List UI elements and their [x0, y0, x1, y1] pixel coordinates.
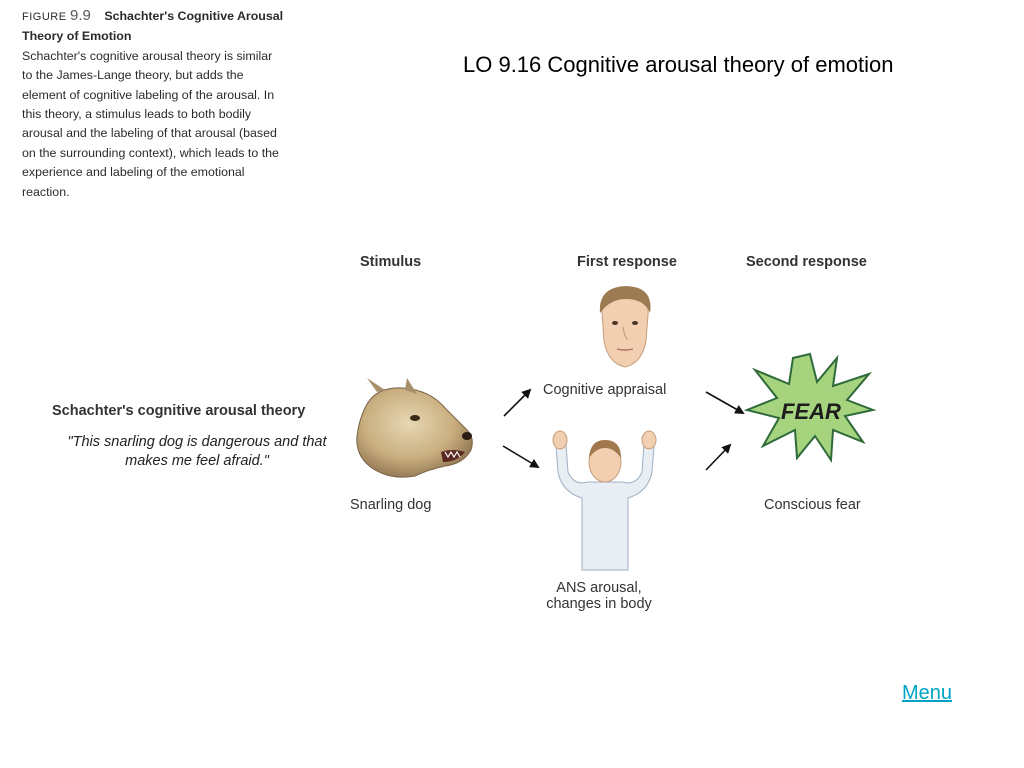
snarling-dog-illustration [356, 378, 473, 478]
figure-title: Schachter's Cognitive Arousal Theory of … [22, 9, 284, 44]
aroused-person-illustration [552, 430, 657, 571]
figure-caption: FIGURE 9.9 Schachter's Cognitive Arousal… [22, 6, 284, 202]
arrow-cognitive-to-fear [705, 391, 745, 414]
figure-label: FIGURE [22, 11, 67, 23]
theory-quote: "This snarling dog is dangerous and that… [67, 434, 327, 469]
arrow-dog-to-cognitive [503, 388, 532, 417]
node-label-ans-arousal: ANS arousal, changes in body [546, 580, 652, 612]
column-heading-first-response: First response [577, 254, 677, 270]
arrow-arousal-to-fear [705, 443, 732, 471]
arrow-dog-to-arousal [502, 445, 540, 468]
node-label-conscious-fear: Conscious fear [764, 497, 861, 513]
face-illustration [599, 286, 651, 368]
theory-name: Schachter's cognitive arousal theory [52, 403, 306, 419]
slide-title: LO 9.16 Cognitive arousal theory of emot… [463, 52, 894, 77]
column-heading-second-response: Second response [746, 254, 867, 270]
node-label-ans-arousal-line2: changes in body [546, 596, 652, 612]
menu-link[interactable]: Menu [902, 682, 953, 704]
column-heading-stimulus: Stimulus [360, 254, 422, 270]
fear-burst-shape [743, 352, 877, 464]
node-label-snarling-dog: Snarling dog [350, 497, 432, 513]
fear-burst: FEAR [743, 352, 877, 464]
fear-burst-text: FEAR [781, 399, 841, 424]
node-label-ans-arousal-line1: ANS arousal, [556, 580, 642, 596]
figure-number: 9.9 [70, 7, 91, 24]
figure-description: Schachter's cognitive arousal theory is … [22, 48, 279, 199]
node-label-cognitive-appraisal: Cognitive appraisal [543, 382, 667, 398]
theory-block: Schachter's cognitive arousal theory "Th… [52, 403, 342, 471]
